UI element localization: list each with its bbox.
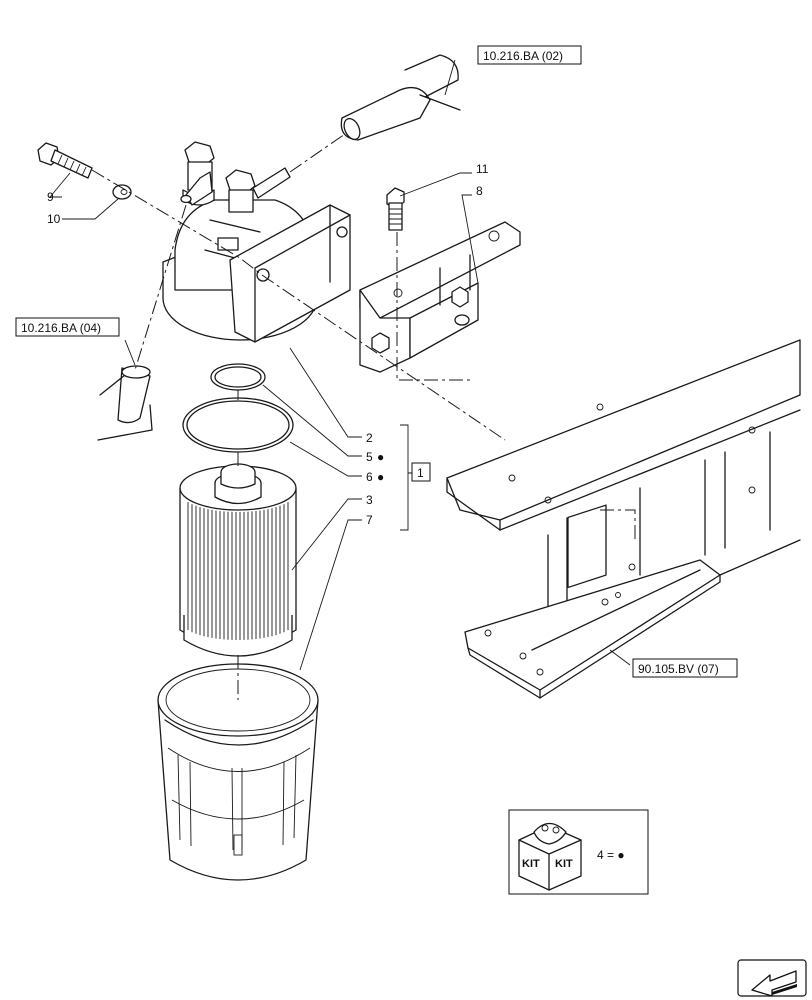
callouts: 9 10 11 8 2 5 ● 6 ● 3 7 (47, 162, 489, 527)
callout-5-marker: ● (377, 450, 384, 464)
arrow-back-icon[interactable] (737, 959, 807, 997)
assembly-lines (91, 133, 636, 700)
ref-label[interactable]: 90.105.BV (07) (638, 662, 719, 676)
mounting-bracket (359, 187, 521, 373)
chassis-rail (446, 339, 801, 699)
callout-10: 8 (476, 184, 483, 198)
callout-7: 7 (366, 513, 373, 527)
filter-element (179, 463, 297, 657)
callout-9: 10 (47, 212, 61, 226)
bolt-and-washer (37, 142, 132, 200)
ref-link-90-105-bv-07[interactable]: 90.105.BV (07) (632, 658, 738, 678)
o-rings (182, 363, 294, 453)
callout-3: 3 (366, 493, 373, 507)
leader-lines (49, 59, 631, 671)
ref-link-10-216-ba-02[interactable]: 10.216.BA (02) (477, 45, 582, 65)
callout-6-marker: ● (377, 470, 384, 484)
fuel-hoses (97, 54, 461, 441)
kit-badge-left: KIT (522, 858, 540, 870)
callout-2: 2 (366, 431, 373, 445)
ref-label[interactable]: 10.216.BA (04) (21, 321, 101, 335)
filter-head (162, 141, 351, 343)
group-bracket-number: 1 (417, 466, 424, 480)
callout-6: 6 (366, 470, 373, 484)
kit-equation: 4 = ● (597, 848, 625, 862)
kit-legend: KIT KIT 4 = ● (508, 809, 649, 895)
callout-11: 11 (476, 162, 489, 176)
kit-badge-right: KIT (555, 858, 573, 870)
filter-bowl (157, 663, 319, 881)
ref-link-10-216-ba-04[interactable]: 10.216.BA (04) (15, 317, 120, 337)
callout-5: 5 (366, 450, 373, 464)
group-bracket-label: 1 (411, 462, 431, 482)
callout-8: 9 (47, 190, 54, 204)
ref-label[interactable]: 10.216.BA (02) (483, 49, 563, 63)
